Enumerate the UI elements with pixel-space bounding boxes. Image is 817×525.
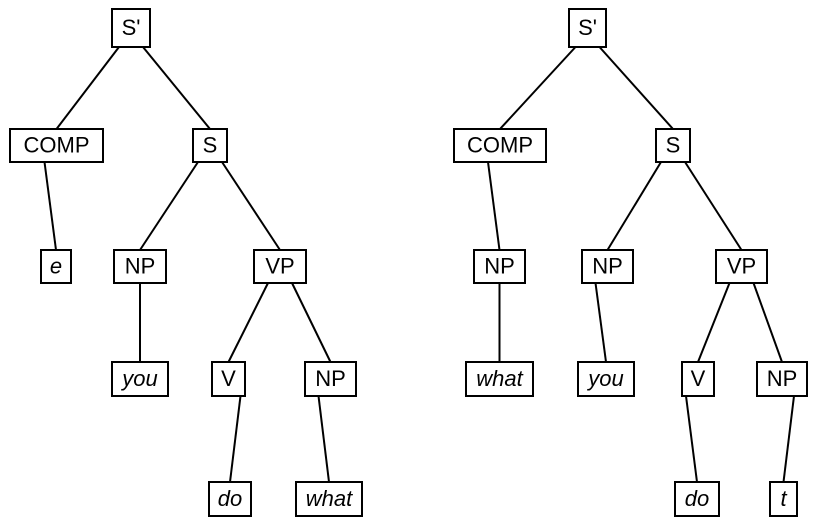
tree-edge-R-S-to-R-VP <box>684 161 743 251</box>
tree-node-l-what[interactable]: what <box>294 480 364 518</box>
node-label: you <box>586 366 623 391</box>
tree-node-r-np0[interactable]: NP <box>472 248 527 285</box>
node-label: do <box>218 486 242 511</box>
tree-node-l-comp[interactable]: COMP <box>8 127 105 164</box>
node-box <box>464 360 535 398</box>
tree-edge-R-V-to-R-do <box>685 395 698 483</box>
tree-node-r-s[interactable]: S <box>654 127 692 164</box>
node-box <box>680 360 716 398</box>
node-box <box>8 127 105 164</box>
node-box <box>714 248 769 285</box>
node-box <box>654 127 692 164</box>
tree-edge-R-Sbar-to-R-S <box>598 46 674 130</box>
tree-node-r-np2[interactable]: NP <box>755 360 809 398</box>
tree-edge-R-VP-to-R-NP2 <box>752 282 783 363</box>
tree-edge-R-Sbar-to-R-COMP <box>499 46 577 130</box>
node-box <box>673 480 721 518</box>
node-label: NP <box>484 253 515 278</box>
tree-node-l-np2[interactable]: NP <box>303 360 358 398</box>
tree-node-r-np1[interactable]: NP <box>580 248 635 285</box>
node-box <box>110 7 152 49</box>
node-box <box>39 248 73 285</box>
node-label: what <box>476 366 523 391</box>
node-label: S <box>666 132 681 157</box>
tree-edges <box>43 46 332 483</box>
node-label: COMP <box>24 132 90 157</box>
node-label: do <box>685 486 709 511</box>
node-box <box>110 360 170 398</box>
node-label: you <box>120 366 157 391</box>
node-label: S' <box>122 15 141 40</box>
node-label: VP <box>265 253 294 278</box>
tree-edge-L-V-to-L-do <box>229 395 242 483</box>
tree-edge-R-NP1-to-R-you <box>594 282 607 363</box>
node-box <box>576 360 636 398</box>
node-label: NP <box>592 253 623 278</box>
node-box <box>303 360 358 398</box>
node-box <box>755 360 809 398</box>
node-box <box>567 7 608 49</box>
tree-edge-L-NP2-to-L-what <box>317 395 330 483</box>
tree-edge-L-VP-to-L-NP2 <box>291 282 332 363</box>
node-label: NP <box>767 366 798 391</box>
node-box <box>112 248 168 285</box>
node-label: V <box>691 366 706 391</box>
tree-edge-R-NP2-to-R-t <box>782 395 795 483</box>
node-label: NP <box>125 253 156 278</box>
tree-node-l-np1[interactable]: NP <box>112 248 168 285</box>
tree-node-r-vp[interactable]: VP <box>714 248 769 285</box>
tree-node-l-do[interactable]: do <box>207 480 253 518</box>
tree-node-l-s[interactable]: S <box>191 127 229 164</box>
tree-edge-L-Sbar-to-L-COMP <box>55 46 120 130</box>
node-box <box>210 360 247 398</box>
node-box <box>452 127 548 164</box>
tree-node-r-you[interactable]: you <box>576 360 636 398</box>
node-label: COMP <box>467 132 533 157</box>
node-box <box>252 248 308 285</box>
tree-edge-L-S-to-L-NP1 <box>139 161 199 251</box>
node-label: e <box>50 253 62 278</box>
node-label: what <box>306 486 353 511</box>
tree-edge-R-S-to-R-NP1 <box>606 161 662 251</box>
surface-structure-tree: S' COMP S NP NP VP what you V NP do t <box>452 7 809 518</box>
node-label: V <box>221 366 236 391</box>
tree-node-r-v[interactable]: V <box>680 360 716 398</box>
node-label: NP <box>315 366 346 391</box>
node-label: VP <box>727 253 756 278</box>
tree-node-l-vp[interactable]: VP <box>252 248 308 285</box>
tree-node-r-sbar[interactable]: S' <box>567 7 608 49</box>
tree-node-l-you[interactable]: you <box>110 360 170 398</box>
node-label: S' <box>578 15 597 40</box>
tree-node-r-do[interactable]: do <box>673 480 721 518</box>
tree-edge-L-VP-to-L-V <box>227 282 269 363</box>
tree-node-l-v[interactable]: V <box>210 360 247 398</box>
tree-edge-L-Sbar-to-L-S <box>142 46 211 130</box>
tree-node-r-t[interactable]: t <box>768 480 799 518</box>
node-box <box>294 480 364 518</box>
node-box <box>191 127 229 164</box>
tree-node-l-e[interactable]: e <box>39 248 73 285</box>
node-box <box>207 480 253 518</box>
tree-node-l-sbar[interactable]: S' <box>110 7 152 49</box>
tree-edge-R-COMP-to-R-NP0 <box>487 161 501 251</box>
tree-edge-R-VP-to-R-V <box>697 282 731 363</box>
node-label: S <box>203 132 218 157</box>
node-label: t <box>780 486 787 511</box>
tree-edges <box>487 46 795 483</box>
tree-node-r-comp[interactable]: COMP <box>452 127 548 164</box>
node-box <box>768 480 799 518</box>
node-box <box>580 248 635 285</box>
tree-node-r-what[interactable]: what <box>464 360 535 398</box>
tree-edge-L-COMP-to-L-e <box>43 161 57 251</box>
node-box <box>472 248 527 285</box>
tree-edge-L-S-to-L-VP <box>221 161 281 251</box>
